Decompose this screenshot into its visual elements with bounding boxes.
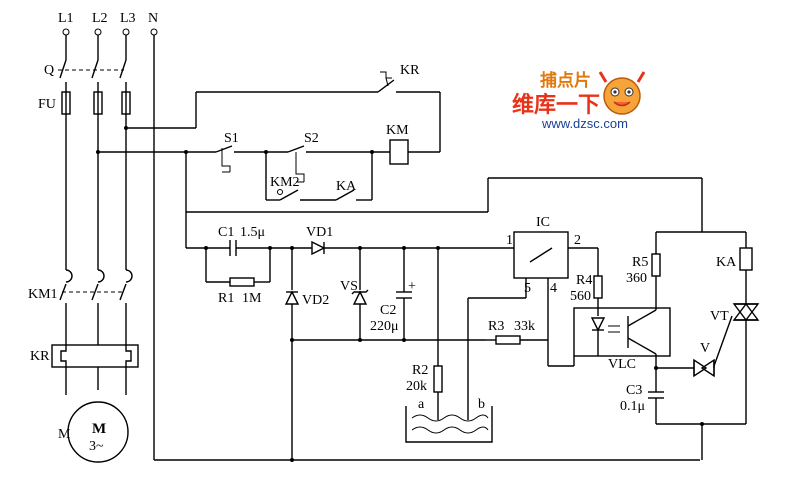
label-vlc: VLC bbox=[608, 357, 636, 372]
label-q: Q bbox=[44, 63, 54, 78]
fuses-fu bbox=[61, 91, 131, 115]
labels: L1 L2 L3 N Q FU KM1 KR M KR S1 S2 KM KM2… bbox=[28, 11, 737, 442]
label-c3-value: 0.1μ bbox=[620, 399, 645, 414]
label-km1: KM1 bbox=[28, 287, 58, 302]
mascot-icon bbox=[598, 71, 646, 115]
label-vs: VS bbox=[340, 279, 358, 294]
label-ic-pin2: 2 bbox=[574, 233, 581, 248]
label-fu: FU bbox=[38, 97, 56, 112]
label-kr-contact: KR bbox=[400, 63, 420, 78]
terminal-l3 bbox=[122, 28, 130, 36]
label-r3-value: 33k bbox=[514, 319, 535, 334]
motor-phase-label: 3~ bbox=[89, 439, 104, 454]
terminal-l1 bbox=[62, 28, 70, 36]
label-km-coil: KM bbox=[386, 123, 409, 138]
label-r5: R5 bbox=[632, 255, 648, 270]
label-r5-value: 360 bbox=[626, 271, 647, 286]
label-vd2: VD2 bbox=[302, 293, 329, 308]
label-v: V bbox=[700, 341, 710, 356]
label-ic-pin1: 1 bbox=[506, 233, 513, 248]
watermark-text-mid: 维库一下 bbox=[512, 92, 600, 118]
label-c2: C2 bbox=[380, 303, 396, 318]
label-l2: L2 bbox=[92, 11, 108, 26]
label-c2-value: 220μ bbox=[370, 319, 399, 334]
label-ic: IC bbox=[536, 215, 550, 230]
label-s2: S2 bbox=[304, 131, 319, 146]
label-r1: R1 bbox=[218, 291, 234, 306]
motor-label: M bbox=[92, 421, 106, 437]
label-m: M bbox=[58, 427, 71, 442]
label-vt: VT bbox=[710, 309, 729, 324]
label-ka-coil: KA bbox=[716, 255, 737, 270]
label-kr: KR bbox=[30, 349, 50, 364]
watermark-text-top: 捕点片 bbox=[540, 70, 591, 91]
label-probe-b: b bbox=[478, 397, 485, 412]
label-c1: C1 bbox=[218, 225, 234, 240]
label-l1: L1 bbox=[58, 11, 74, 26]
terminal-n bbox=[150, 28, 158, 36]
control-circuit bbox=[96, 71, 441, 201]
label-vd1: VD1 bbox=[306, 225, 333, 240]
label-c2-plus: + bbox=[408, 279, 416, 294]
terminal-l2 bbox=[94, 28, 102, 36]
watermark-logo: 捕点片 维库一下 www.dzsc.com bbox=[512, 70, 646, 131]
label-r2-value: 20k bbox=[406, 379, 427, 394]
label-l3: L3 bbox=[120, 11, 136, 26]
label-ic-pin5: 5 bbox=[524, 281, 531, 296]
km1-main-contacts bbox=[59, 269, 133, 345]
label-c3: C3 bbox=[626, 383, 642, 398]
watermark-url: www.dzsc.com bbox=[541, 116, 628, 131]
label-km2: KM2 bbox=[270, 175, 300, 190]
label-c1-value: 1.5μ bbox=[240, 225, 265, 240]
label-ic-pin4: 4 bbox=[550, 281, 557, 296]
label-probe-a: a bbox=[418, 397, 425, 412]
label-r3: R3 bbox=[488, 319, 504, 334]
label-ka-contact: KA bbox=[336, 179, 357, 194]
motor-m: M 3~ bbox=[67, 401, 129, 463]
label-r4-value: 560 bbox=[570, 289, 591, 304]
thermal-relay-kr bbox=[51, 344, 139, 395]
label-r2: R2 bbox=[412, 363, 428, 378]
label-s1: S1 bbox=[224, 131, 239, 146]
label-r4: R4 bbox=[576, 273, 592, 288]
label-n: N bbox=[148, 11, 158, 26]
electronic-circuit bbox=[184, 150, 760, 462]
label-r1-value: 1M bbox=[242, 291, 262, 306]
